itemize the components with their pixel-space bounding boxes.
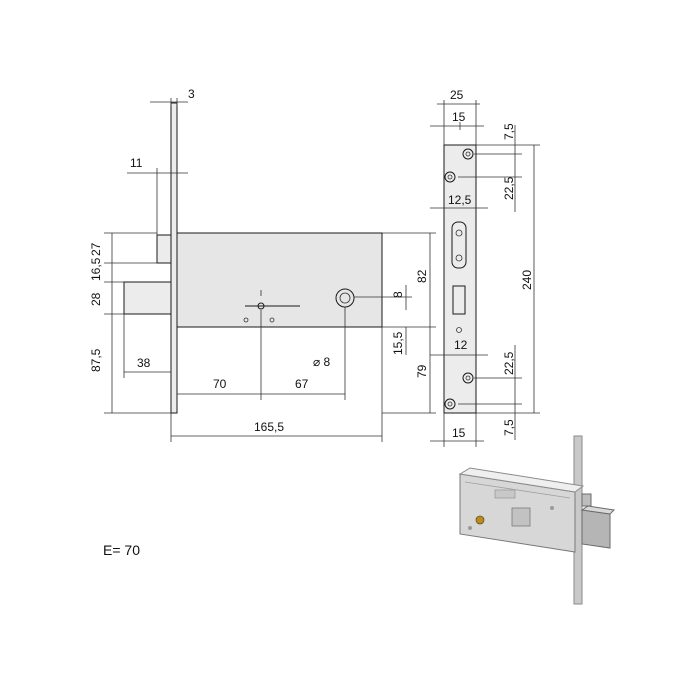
dim-16-5: 16,5 (89, 257, 103, 281)
dim-15-5: 15,5 (391, 331, 405, 355)
dim-12-5: 12,5 (448, 193, 472, 207)
front-view: 25 15 7,5 22,5 12,5 240 12 22,5 7,5 15 (430, 88, 540, 447)
dim-22-5-bottom: 22,5 (502, 351, 516, 375)
dim-dia-8: ⌀ 8 (313, 355, 331, 369)
bolt-slot (452, 285, 466, 315)
dim-15-bottom: 15 (452, 426, 466, 440)
follower-spindle (257, 302, 265, 310)
dim-87-5: 87,5 (89, 348, 103, 372)
lock-product-photo (458, 435, 616, 605)
dim-82: 82 (415, 269, 429, 283)
e-note: E= 70 (103, 542, 140, 558)
deadbolt (123, 281, 172, 315)
front-faceplate (443, 144, 477, 414)
dim-165-5: 165,5 (254, 420, 284, 434)
dim-28: 28 (89, 292, 103, 306)
latch-slot (451, 221, 467, 269)
dim-240: 240 (520, 270, 534, 290)
dim-79: 79 (415, 364, 429, 378)
side-view: 3 11 27 16,5 28 87,5 38 70 67 ⌀ 8 165,5 (89, 87, 436, 442)
faceplate (170, 102, 178, 414)
dim-3: 3 (188, 87, 195, 101)
dim-38: 38 (137, 356, 151, 370)
dim-22-5-top: 22,5 (502, 176, 516, 200)
lock-case (176, 232, 383, 328)
dim-67: 67 (295, 377, 309, 391)
dim-8-right: 8 (391, 291, 405, 298)
dim-27: 27 (89, 242, 103, 256)
dim-7-5-top: 7,5 (502, 123, 516, 140)
dim-7-5-bottom: 7,5 (502, 419, 516, 436)
dim-11: 11 (130, 156, 143, 170)
dim-15-top: 15 (452, 110, 466, 124)
dim-12: 12 (454, 338, 468, 352)
latch-block (156, 234, 172, 264)
dim-25: 25 (450, 88, 464, 102)
dim-70: 70 (213, 377, 227, 391)
